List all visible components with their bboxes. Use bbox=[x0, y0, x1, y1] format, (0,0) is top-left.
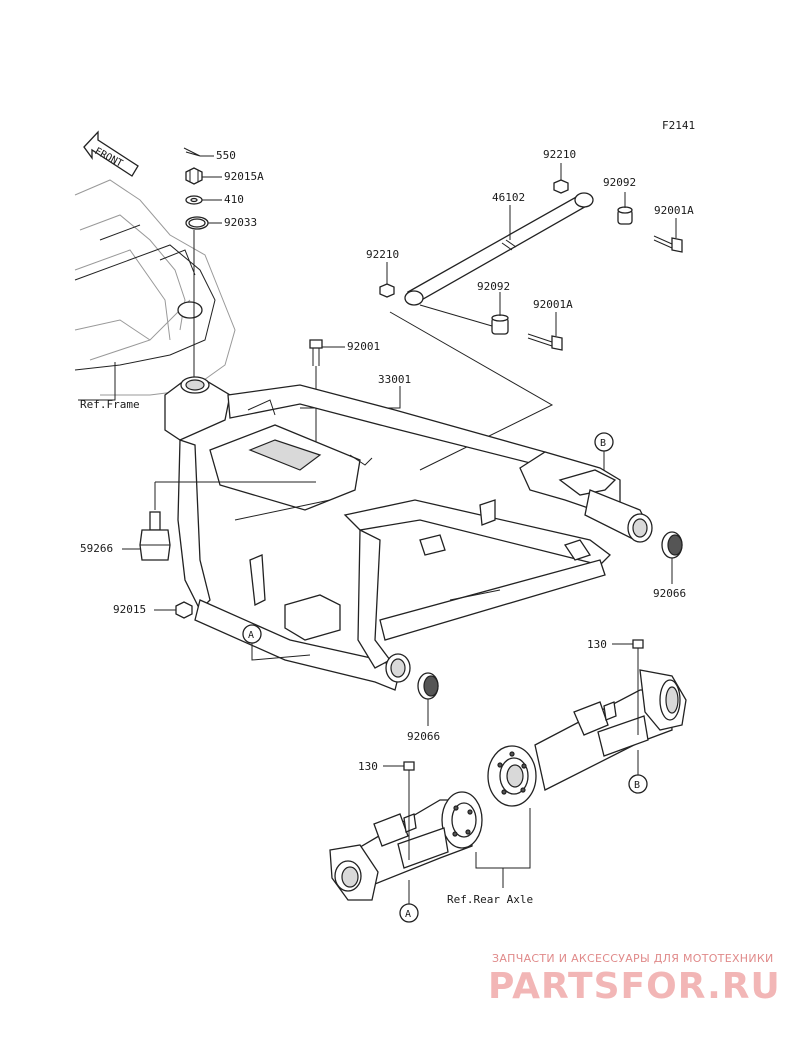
callout-92210-left: 92210 bbox=[366, 248, 399, 261]
callout-92210-top: 92210 bbox=[543, 148, 576, 161]
bushing-92092-mid-icon bbox=[491, 314, 509, 335]
callout-410: 410 bbox=[224, 193, 244, 206]
watermark-logo: PARTSFOR.RU bbox=[488, 966, 781, 1007]
callout-92001: 92001 bbox=[347, 340, 380, 353]
snap-ring-icon bbox=[185, 216, 209, 230]
figure-code: F2141 bbox=[662, 119, 695, 132]
marker-b-axle: B bbox=[628, 750, 648, 794]
marker-a-frame: A bbox=[242, 624, 311, 661]
washer-icon bbox=[185, 195, 203, 205]
nut-92210-left-icon bbox=[379, 283, 395, 298]
callout-92015: 92015 bbox=[113, 603, 146, 616]
bolt-130-left-icon bbox=[403, 761, 415, 860]
callout-92001A-top: 92001A bbox=[654, 204, 694, 217]
end-cap-92066-bottom-icon bbox=[417, 672, 439, 700]
callout-550: 550 bbox=[216, 149, 236, 162]
watermark-tagline: ЗАПЧАСТИ И АКСЕССУАРЫ ДЛЯ МОТОТЕХНИКИ bbox=[492, 952, 774, 965]
callout-33001: 33001 bbox=[378, 373, 411, 386]
ref-frame-drawing bbox=[74, 179, 236, 401]
bump-stop-59266-icon bbox=[139, 511, 171, 561]
callout-92092-top: 92092 bbox=[603, 176, 636, 189]
ref-rear-axle-label: Ref.Rear Axle bbox=[447, 893, 533, 906]
callout-92092-mid: 92092 bbox=[477, 280, 510, 293]
marker-b-frame-label: B bbox=[600, 438, 606, 449]
castle-nut-icon bbox=[185, 167, 203, 185]
nut-92210-top-icon bbox=[553, 179, 569, 194]
callout-92033: 92033 bbox=[224, 216, 257, 229]
bolt-92001A-top-icon bbox=[653, 235, 683, 253]
marker-b-axle-label: B bbox=[634, 780, 640, 791]
marker-a-frame-label: A bbox=[248, 630, 254, 641]
callout-130-left: 130 bbox=[358, 760, 378, 773]
callout-130-right: 130 bbox=[587, 638, 607, 651]
bushing-92092-top-icon bbox=[617, 206, 633, 225]
callout-92066-bottom: 92066 bbox=[407, 730, 440, 743]
front-arrow-icon: FRONT bbox=[83, 130, 139, 177]
swing-arm-33001 bbox=[164, 376, 653, 691]
end-cap-92066-right-icon bbox=[661, 531, 683, 559]
marker-b-frame: B bbox=[594, 432, 614, 470]
cotter-pin-icon bbox=[183, 147, 201, 157]
marker-a-axle-label: A bbox=[405, 909, 411, 920]
marker-a-axle: A bbox=[399, 880, 419, 923]
bolt-92001-icon bbox=[309, 339, 323, 366]
callout-92015A: 92015A bbox=[224, 170, 264, 183]
callout-46102: 46102 bbox=[492, 191, 525, 204]
bolt-130-right-icon bbox=[632, 639, 644, 735]
nut-92015-icon bbox=[175, 601, 193, 619]
bolt-92001A-mid-icon bbox=[527, 333, 563, 351]
callout-59266: 59266 bbox=[80, 542, 113, 555]
callout-92066-right: 92066 bbox=[653, 587, 686, 600]
link-rod-46102 bbox=[404, 192, 594, 306]
callout-92001A-mid: 92001A bbox=[533, 298, 573, 311]
ref-frame-label: Ref.Frame bbox=[80, 398, 140, 411]
